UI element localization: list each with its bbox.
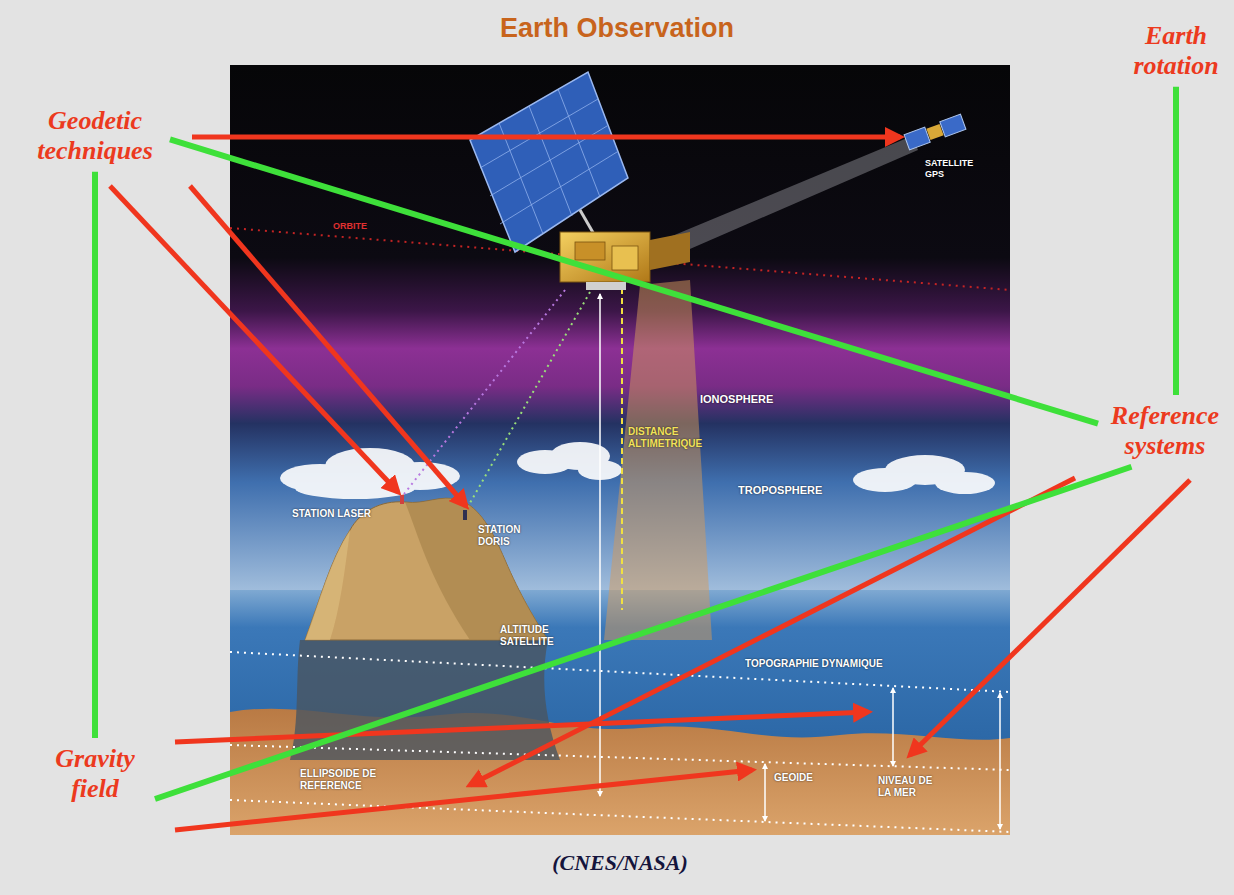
- pointer-arrow: [470, 478, 1075, 785]
- term-node: Earth rotation: [1120, 15, 1232, 87]
- term-text: Reference systems: [1104, 401, 1226, 461]
- illustration-label: ORBITE: [333, 221, 367, 232]
- term-text: Earth rotation: [1126, 21, 1226, 81]
- pointer-arrow: [192, 135, 900, 140]
- illustration-label: NIVEAU DE LA MER: [878, 775, 942, 799]
- illustration-label: DISTANCE ALTIMETRIQUE: [628, 426, 710, 450]
- pointer-arrow: [175, 770, 752, 830]
- term-node: Gravity field: [35, 738, 155, 810]
- illustration-label: ELLIPSOIDE DE REFERENCE: [300, 768, 380, 792]
- illustration-label: STATION DORIS: [478, 524, 530, 548]
- pointer-arrow: [110, 186, 398, 492]
- page-title: Earth Observation: [0, 12, 1234, 44]
- term-node: Geodetic techniques: [20, 100, 170, 172]
- illustration-label: STATION LASER: [292, 508, 371, 520]
- illustration-label: TROPOSPHERE: [738, 484, 822, 497]
- term-node: Reference systems: [1098, 395, 1232, 467]
- pointer-arrow: [190, 186, 466, 506]
- pointer-arrow: [910, 480, 1190, 755]
- link-line: [155, 467, 1132, 799]
- link-line: [170, 139, 1098, 423]
- link-line: [1173, 87, 1179, 395]
- illustration-label: GEOIDE: [774, 772, 813, 784]
- image-credit: (CNES/NASA): [0, 850, 1234, 876]
- illustration-label: IONOSPHERE: [700, 393, 773, 406]
- link-line: [92, 172, 98, 738]
- pointer-arrow: [175, 712, 868, 742]
- term-text: Geodetic techniques: [26, 106, 164, 166]
- illustration-label: SATELLITE GPS: [925, 158, 981, 180]
- illustration-label: TOPOGRAPHIE DYNAMIQUE: [745, 658, 883, 670]
- illustration-label: ALTITUDE SATELLITE: [500, 624, 562, 648]
- term-text: Gravity field: [41, 744, 149, 804]
